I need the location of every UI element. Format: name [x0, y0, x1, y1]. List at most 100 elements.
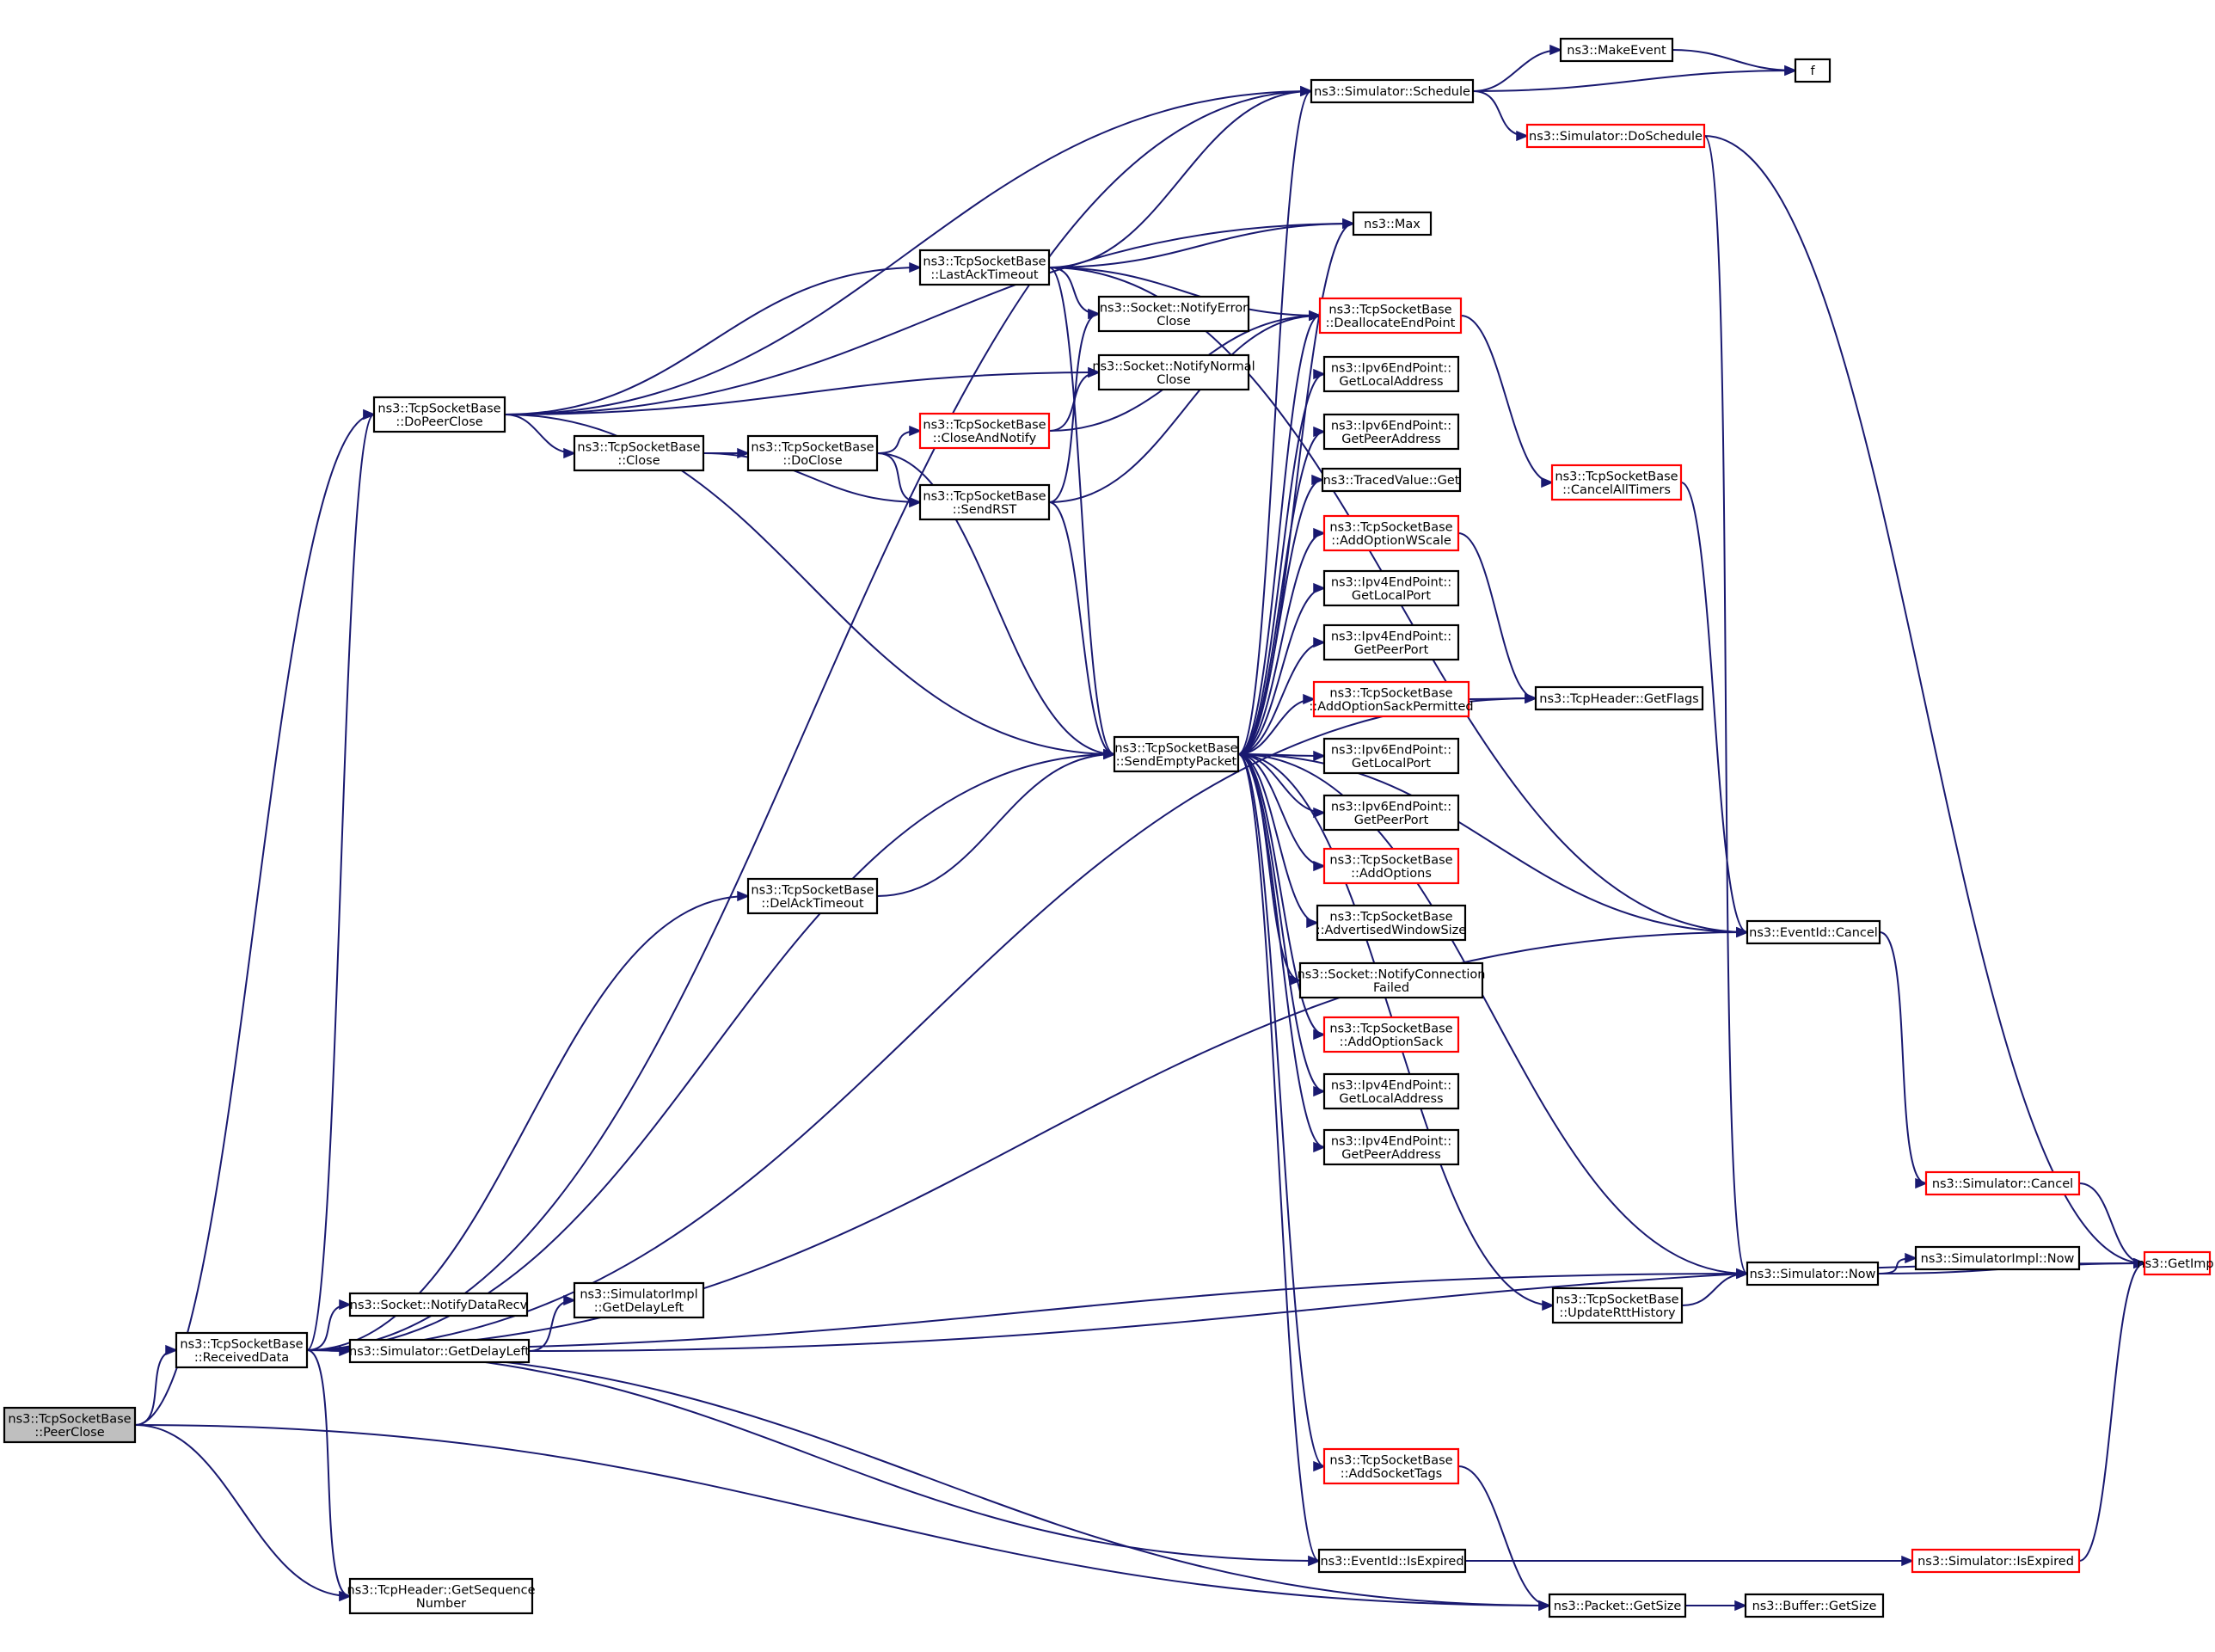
node-label: Number — [416, 1597, 466, 1611]
node-tracedvalueget[interactable]: ns3::TracedValue::Get — [1321, 467, 1462, 493]
node-addoptionsackpermitted[interactable]: ns3::TcpSocketBase::AddOptionSackPermitt… — [1309, 680, 1474, 718]
node-label: ns3::TcpSocketBase — [1329, 853, 1452, 867]
node-label: GetLocalPort — [1352, 757, 1431, 771]
arrowhead — [1538, 1600, 1551, 1612]
node-box — [1924, 1170, 2081, 1196]
node-simulatorimplnow[interactable]: ns3::SimulatorImpl::Now — [1914, 1245, 2081, 1271]
node-doclose[interactable]: ns3::TcpSocketBase::DoClose — [746, 434, 879, 472]
node-sendemptypacket[interactable]: ns3::TcpSocketBase::SendEmptyPacket — [1113, 735, 1240, 773]
arrowhead — [1308, 1555, 1321, 1567]
node-ipv4getlocaladdress[interactable]: ns3::Ipv4EndPoint::GetLocalAddress — [1322, 1072, 1460, 1110]
node-label: ns3::Ipv4EndPoint:: — [1331, 629, 1451, 643]
node-box — [1744, 1593, 1885, 1618]
call-edge-sendemptypacket-to-addoptions — [1237, 753, 1325, 867]
node-ipv6getlocalport[interactable]: ns3::Ipv6EndPoint::GetLocalPort — [1322, 737, 1460, 775]
node-box — [1352, 211, 1433, 236]
call-edge-sendemptypacket-to-ipv6getpeerport — [1237, 753, 1325, 814]
node-label: ns3::Simulator::IsExpired — [1917, 1555, 2074, 1569]
call-edge-sendemptypacket-to-schedule — [1237, 90, 1312, 755]
node-label: f — [1810, 64, 1815, 78]
node-advertisedwindowsize[interactable]: ns3::TcpSocketBase::AdvertisedWindowSize — [1316, 904, 1467, 942]
call-edge-lastacktimeout-to-schedule — [1048, 90, 1312, 268]
node-makeevent[interactable]: ns3::MakeEvent — [1559, 37, 1674, 63]
call-edge-lastacktimeout-to-sendemptypacket — [1048, 267, 1115, 755]
node-label: ns3::SimulatorImpl::Now — [1921, 1252, 2075, 1266]
node-box — [1321, 467, 1462, 493]
node-deallocateendpoint[interactable]: ns3::TcpSocketBase::DeallocateEndPoint — [1318, 297, 1463, 335]
node-receiveddata[interactable]: ns3::TcpSocketBase::ReceivedData — [175, 1331, 309, 1369]
node-schedule[interactable]: ns3::Simulator::Schedule — [1310, 78, 1475, 104]
node-addsockettags[interactable]: ns3::TcpSocketBase::AddSocketTags — [1322, 1447, 1460, 1485]
node-lastacktimeout[interactable]: ns3::TcpSocketBase::LastAckTimeout — [918, 249, 1051, 286]
node-cancelalltimers[interactable]: ns3::TcpSocketBase::CancelAllTimers — [1550, 464, 1683, 501]
node-simulatorcancel[interactable]: ns3::Simulator::Cancel — [1924, 1170, 2081, 1196]
node-label: ::SendRST — [953, 503, 1017, 517]
node-ipv6getpeeraddress[interactable]: ns3::Ipv6EndPoint::GetPeerAddress — [1322, 413, 1460, 451]
node-box — [1316, 904, 1467, 942]
node-label: ::GetDelayLeft — [594, 1301, 684, 1315]
node-addoptionwscale[interactable]: ns3::TcpSocketBase::AddOptionWScale — [1322, 514, 1460, 552]
node-buffergetsize[interactable]: ns3::Buffer::GetSize — [1744, 1593, 1885, 1618]
node-ipv4getpeerport[interactable]: ns3::Ipv4EndPoint::GetPeerPort — [1322, 623, 1460, 661]
node-packetgetsize[interactable]: ns3::Packet::GetSize — [1548, 1593, 1687, 1618]
node-simulatorisexpired[interactable]: ns3::Simulator::IsExpired — [1911, 1548, 2081, 1574]
node-getdelayleft[interactable]: ns3::Simulator::GetDelayLeft — [348, 1338, 530, 1364]
node-ipv6getlocaladdress[interactable]: ns3::Ipv6EndPoint::GetLocalAddress — [1322, 355, 1460, 393]
arrowhead — [1784, 64, 1797, 77]
node-ipv4getpeeraddress[interactable]: ns3::Ipv4EndPoint::GetPeerAddress — [1322, 1128, 1460, 1166]
node-f[interactable]: f — [1794, 58, 1832, 83]
node-delacktimeout[interactable]: ns3::TcpSocketBase::DelAckTimeout — [746, 877, 879, 915]
node-simulatornow[interactable]: ns3::Simulator::Now — [1746, 1261, 1880, 1287]
node-getflags[interactable]: ns3::TcpHeader::GetFlags — [1534, 685, 1704, 711]
node-isexpired[interactable]: ns3::EventId::IsExpired — [1317, 1548, 1467, 1574]
node-addoptionsack[interactable]: ns3::TcpSocketBase::AddOptionSack — [1322, 1016, 1460, 1053]
call-edge-schedule-to-f — [1472, 70, 1796, 92]
node-updaterttHistory[interactable]: ns3::TcpSocketBase::UpdateRttHistory — [1551, 1287, 1684, 1324]
arrowhead — [1309, 310, 1322, 322]
node-close[interactable]: ns3::TcpSocketBase::Close — [573, 434, 705, 472]
arrowhead — [1306, 917, 1319, 929]
node-box — [573, 1281, 705, 1319]
arrowhead — [1525, 692, 1537, 704]
node-ipv4getlocalport[interactable]: ns3::Ipv4EndPoint::GetLocalPort — [1322, 569, 1460, 607]
call-edge-cancelalltimers-to-eventidcancel — [1680, 482, 1748, 933]
node-peerclose[interactable]: ns3::TcpSocketBase::PeerClose — [3, 1406, 137, 1444]
node-notifydatarecv[interactable]: ns3::Socket::NotifyDataRecv — [348, 1292, 529, 1317]
call-edge-doclose-to-sendemptypacket — [876, 452, 1115, 755]
call-edge-lastacktimeout-to-deallocateendpoint — [1048, 267, 1321, 316]
node-box — [1550, 464, 1683, 501]
node-label: ns3::EventId::Cancel — [1749, 926, 1878, 940]
node-sendrst[interactable]: ns3::TcpSocketBase::SendRST — [918, 483, 1051, 521]
call-edges — [134, 44, 2146, 1612]
node-implgetdelayleft[interactable]: ns3::SimulatorImpl::GetDelayLeft — [573, 1281, 705, 1319]
node-box — [1525, 123, 1706, 149]
call-edge-receiveddata-to-notifydatarecv — [306, 1304, 351, 1351]
node-box — [1794, 58, 1832, 83]
node-label: ns3::TcpSocketBase — [923, 489, 1046, 503]
arrowhead — [1313, 1029, 1326, 1041]
node-ipv6getpeerport[interactable]: ns3::Ipv6EndPoint::GetPeerPort — [1322, 794, 1460, 832]
node-label: ns3::Socket::NotifyConnection — [1298, 967, 1486, 981]
node-addoptions[interactable]: ns3::TcpSocketBase::AddOptions — [1322, 847, 1460, 885]
node-box — [1746, 919, 1881, 945]
node-label: ns3::TcpSocketBase — [751, 440, 874, 454]
node-getimpl[interactable]: ns3::GetImpl — [2137, 1250, 2215, 1276]
node-label: ns3::Socket::NotifyError — [1100, 301, 1248, 315]
arrowhead — [909, 425, 922, 437]
node-dopeerclose[interactable]: ns3::TcpSocketBase::DoPeerClose — [372, 396, 506, 433]
node-label: GetLocalAddress — [1339, 1092, 1443, 1106]
node-box — [1322, 737, 1460, 775]
node-eventidcancel[interactable]: ns3::EventId::Cancel — [1746, 919, 1881, 945]
call-edge-sendemptypacket-to-tracedvalueget — [1237, 479, 1323, 755]
node-max[interactable]: ns3::Max — [1352, 211, 1433, 236]
node-closeandnotify[interactable]: ns3::TcpSocketBase::CloseAndNotify — [918, 412, 1051, 450]
node-label: ns3::Simulator::GetDelayLeft — [349, 1345, 530, 1359]
node-doschedule[interactable]: ns3::Simulator::DoSchedule — [1525, 123, 1706, 149]
arrowhead — [339, 1590, 352, 1602]
call-edge-delacktimeout-to-sendemptypacket — [876, 753, 1115, 897]
